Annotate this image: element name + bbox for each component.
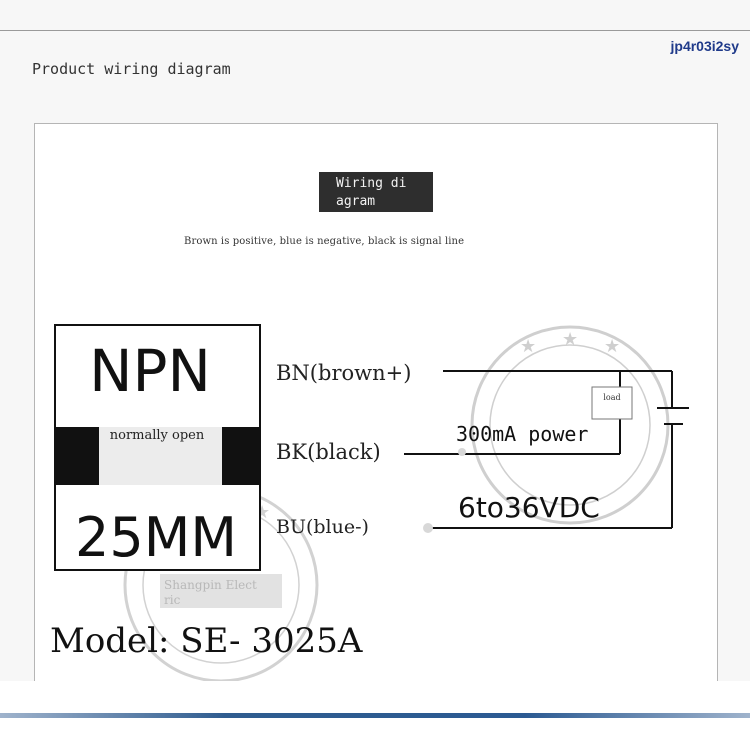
load-box bbox=[591, 386, 633, 420]
seal-stamp-text-line1: Shangpin Elect bbox=[164, 578, 257, 592]
bottom-band bbox=[0, 681, 750, 750]
seal-stamp-right: ★ ★ ★ bbox=[470, 325, 670, 525]
watermark-code: jp4r03i2sy bbox=[670, 38, 740, 54]
seal-stamp-text-line2: ric bbox=[164, 593, 181, 607]
wire-junction-blue bbox=[423, 523, 433, 533]
section-title: Product wiring diagram bbox=[32, 60, 231, 78]
svg-text:★: ★ bbox=[604, 336, 620, 357]
wiring-diagram-label: Wiring di agram bbox=[319, 172, 433, 212]
wire-label-black: BK(black) bbox=[276, 440, 381, 464]
model-label: Model: SE- 3025A bbox=[50, 621, 363, 661]
svg-text:★: ★ bbox=[520, 336, 536, 357]
sensor-size: 25MM bbox=[75, 506, 237, 569]
seal-stamp-plate bbox=[160, 574, 282, 608]
sensor-mode: normally open bbox=[110, 428, 205, 443]
sensor-band-center bbox=[99, 427, 222, 485]
sensor-box bbox=[54, 324, 261, 571]
battery-icon bbox=[657, 407, 689, 425]
sensor-band-left bbox=[56, 427, 99, 485]
wiring-diagram-label-line2: agram bbox=[336, 194, 376, 209]
bottom-stripe bbox=[0, 713, 750, 718]
wire-label-blue: BU(blue-) bbox=[276, 516, 369, 538]
voltage-label: 6to36VDC bbox=[458, 491, 600, 524]
wiring-diagram-label-line1: Wiring di bbox=[336, 176, 407, 191]
top-rule bbox=[0, 30, 750, 31]
circuit-wires bbox=[404, 370, 673, 529]
sensor-band-right bbox=[222, 427, 259, 485]
sensor-type: NPN bbox=[89, 337, 211, 405]
load-label: load bbox=[603, 393, 620, 402]
svg-text:★: ★ bbox=[562, 329, 578, 350]
wire-color-note: Brown is positive, blue is negative, bla… bbox=[184, 236, 465, 247]
power-label: 300mA power bbox=[456, 422, 588, 446]
wire-label-brown: BN(brown+) bbox=[276, 361, 411, 385]
wire-junction-black bbox=[458, 448, 466, 456]
